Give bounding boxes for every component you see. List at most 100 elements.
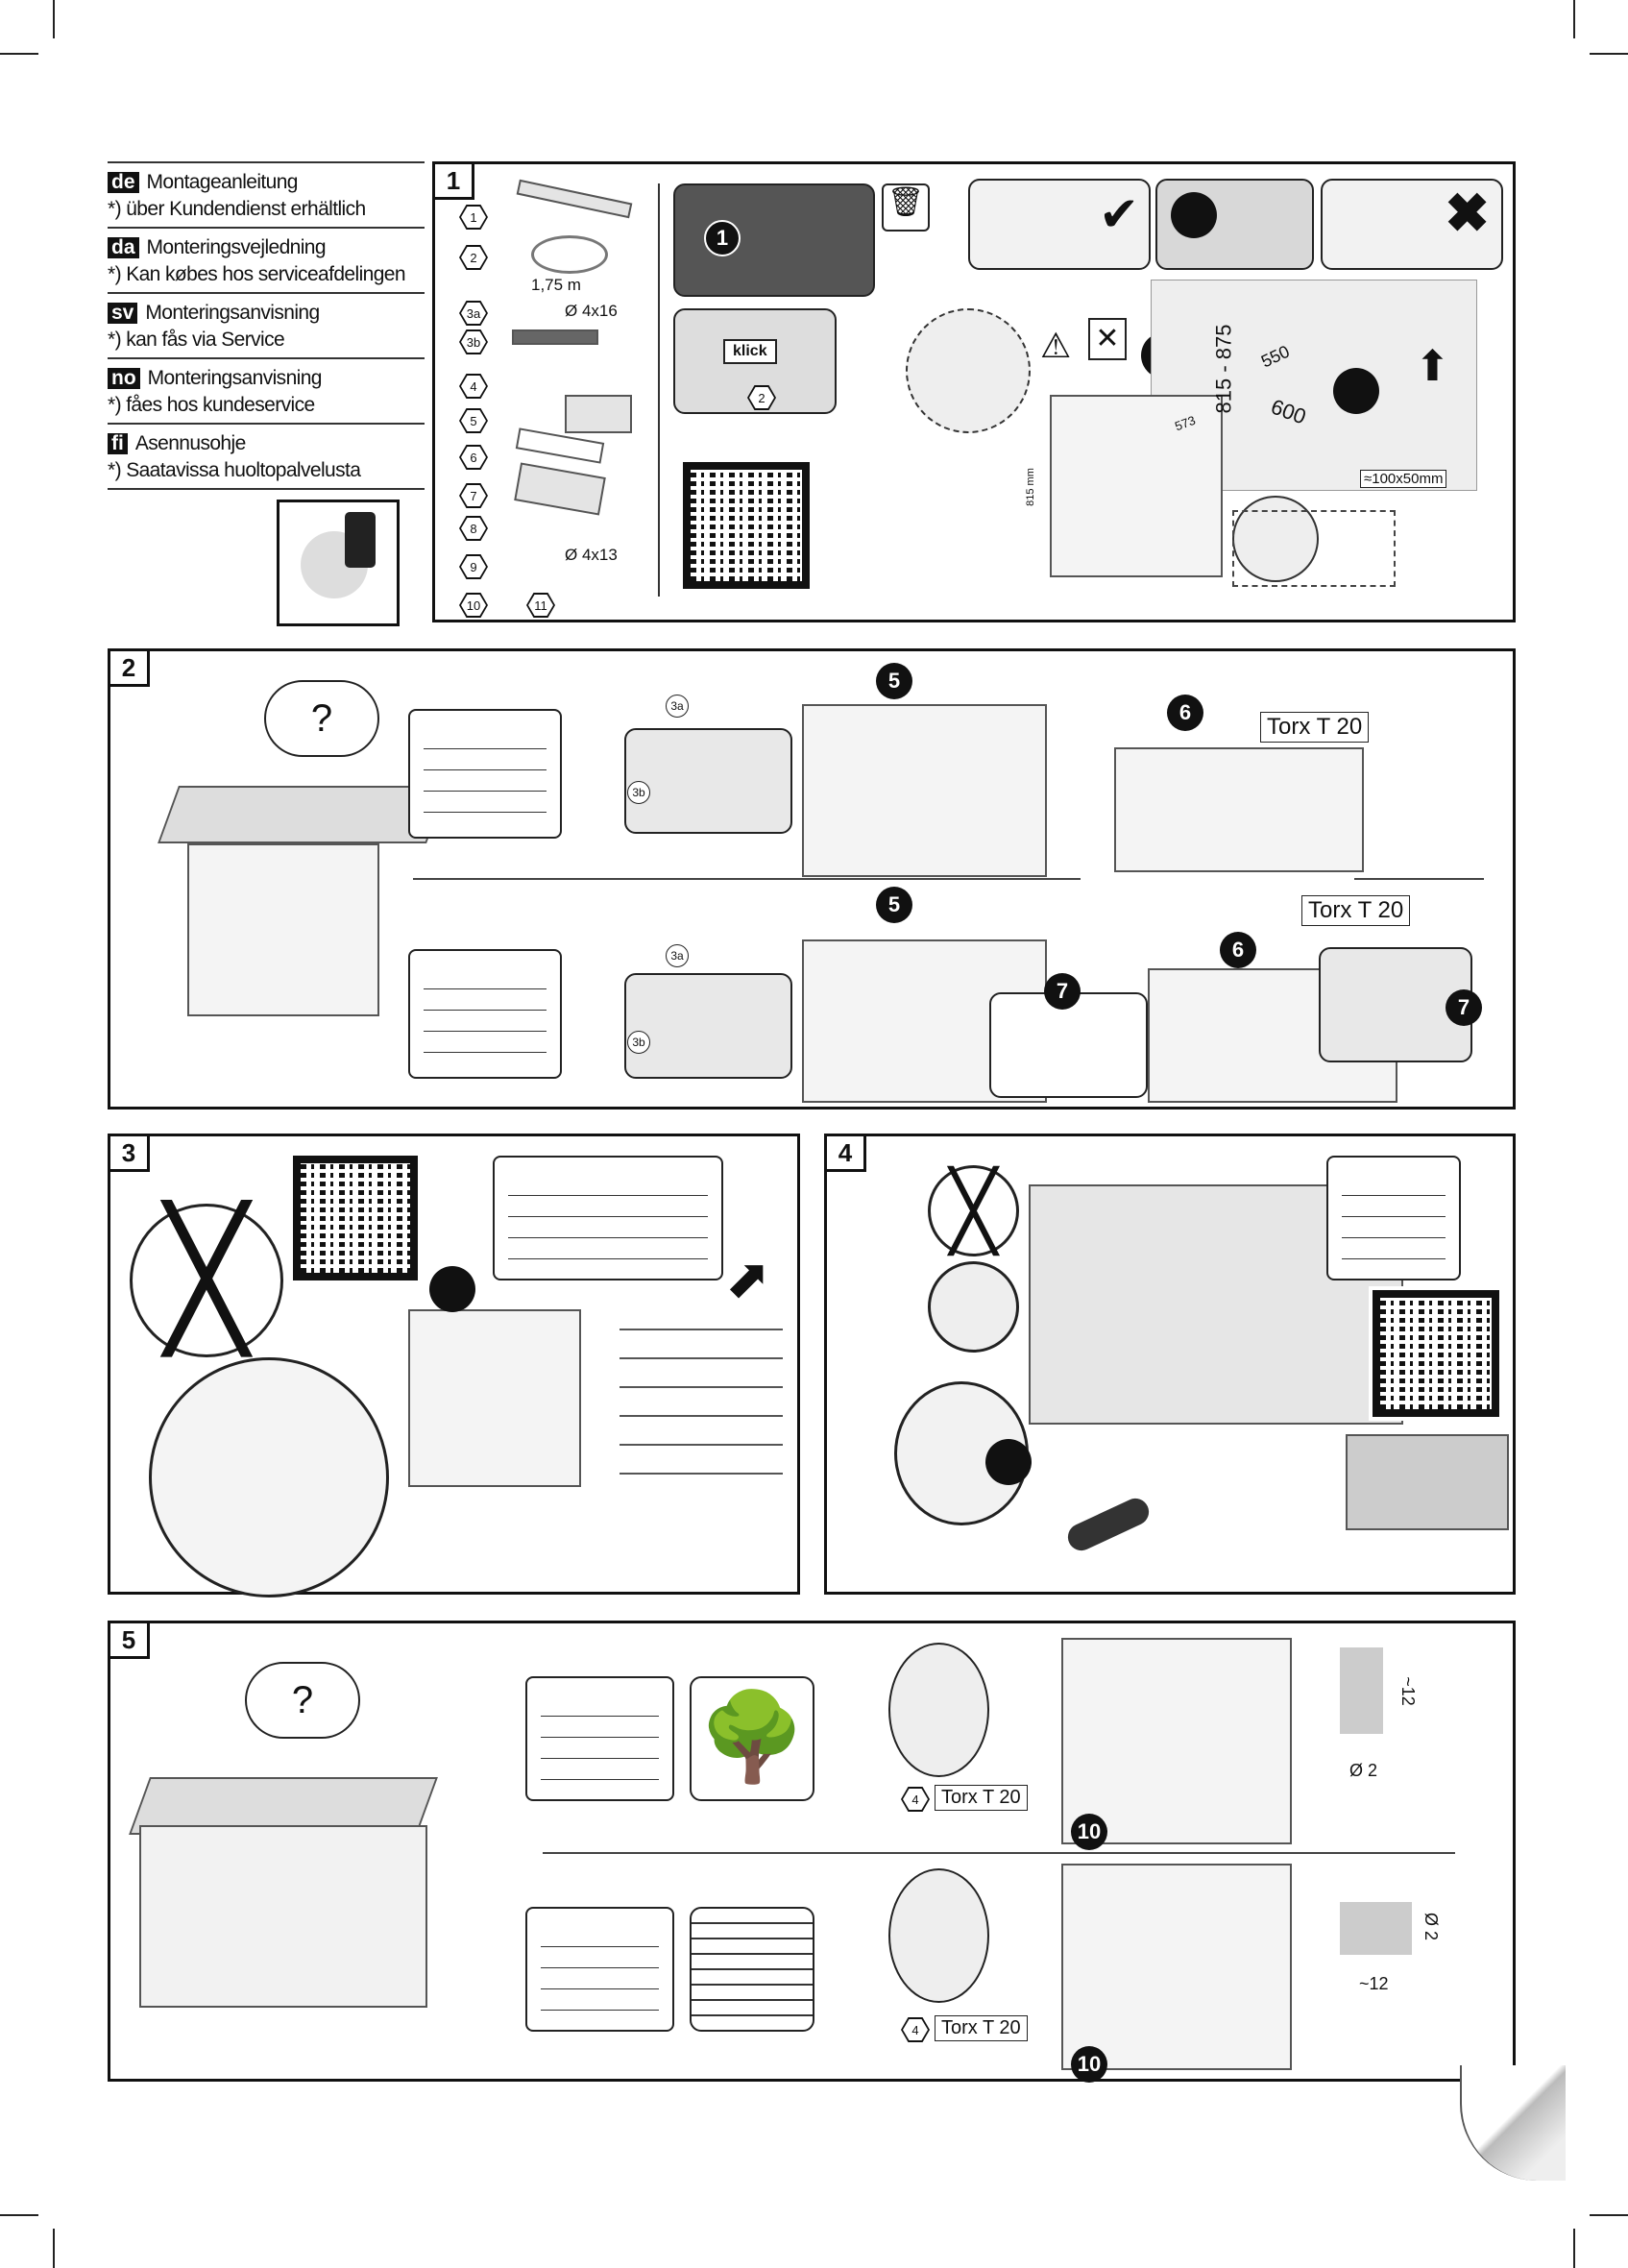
arrow-up-icon: ⬈ — [725, 1248, 770, 1308]
question-cloud: ? — [245, 1662, 360, 1739]
crop-mark — [1573, 0, 1575, 38]
section-5: 5 ? 🌳 4 Torx T 20 10 ~12 Ø 2 4 Torx T 20… — [108, 1621, 1516, 2083]
wrong-rail-panel: ✖ — [1321, 179, 1503, 270]
dishwasher-open-door — [1061, 1638, 1292, 1844]
step-badge: 7 — [1044, 973, 1081, 1010]
section-number: 4 — [824, 1134, 866, 1172]
part-number: 11 — [528, 595, 553, 616]
page-turn-icon[interactable] — [1460, 2065, 1566, 2181]
text-lines-box — [525, 1676, 674, 1801]
text-lines-box — [1326, 1156, 1461, 1280]
part-number: 2 — [749, 387, 774, 408]
step-badge: 1 — [704, 220, 741, 256]
torx-label: Torx T 20 — [935, 2015, 1028, 2041]
part-number: 3b — [627, 781, 650, 804]
divider — [108, 488, 425, 490]
section-number: 2 — [108, 648, 150, 687]
tiled-wall — [620, 1329, 783, 1501]
power-cable-icon — [531, 235, 608, 274]
countertop-panel — [1155, 179, 1314, 270]
correct-gap-icon — [928, 1261, 1019, 1353]
cover-plate-icon — [514, 462, 606, 516]
screw-size: Ø 4x16 — [565, 302, 618, 320]
lang-note: *) fåes hos kundeservice — [108, 394, 315, 416]
divider — [543, 1852, 1455, 1854]
lang-code: de — [108, 172, 139, 193]
klick-label: klick — [723, 339, 777, 364]
dishwasher-top — [802, 704, 1047, 877]
section-number: 5 — [108, 1621, 150, 1659]
connection-detail — [1232, 510, 1396, 587]
torx-label: Torx T 20 — [1301, 895, 1411, 926]
lang-title: Montageanleitung — [146, 171, 299, 193]
qr-app-box — [277, 500, 400, 626]
side-bracket-icon — [565, 395, 632, 433]
part-number: 5 — [461, 410, 486, 431]
countertop — [158, 786, 448, 843]
dim-opening: ≈100x50mm — [1360, 470, 1447, 488]
step-badge: 5 — [876, 663, 912, 699]
lang-code: no — [108, 368, 140, 389]
question-cloud: ? — [264, 680, 379, 757]
step-badge — [429, 1266, 475, 1312]
screw-size: Ø 4x13 — [565, 546, 618, 564]
wrong-gap-icon: ╳ — [928, 1165, 1019, 1256]
screwdriver-icon — [1063, 1494, 1154, 1555]
adjust-height-diagram — [1346, 1434, 1509, 1530]
part-number: 10 — [461, 595, 486, 616]
part-number: 9 — [461, 556, 486, 577]
correct-rail-panel: ✔ — [968, 179, 1151, 270]
crop-mark — [1573, 2229, 1575, 2268]
crop-mark — [53, 2229, 55, 2268]
qr-code — [289, 1152, 422, 1284]
step-badge: 6 — [1220, 932, 1256, 968]
dim-height-range: 815 - 875 — [1211, 324, 1236, 414]
divider — [413, 878, 1081, 880]
torx-label: Torx T 20 — [1260, 712, 1370, 743]
lang-note: *) über Kundendienst erhältlich — [108, 198, 366, 220]
part-number: 4 — [903, 2019, 928, 2040]
arrow-up-icon: ⬆ — [1415, 343, 1450, 390]
checkmark-icon: ✔ — [1099, 187, 1139, 241]
dishwasher-front — [408, 1309, 581, 1487]
lang-title: Monteringsvejledning — [146, 236, 327, 258]
dishwasher-in-niche — [187, 843, 379, 1016]
dim-12: ~12 — [1397, 1676, 1418, 1706]
step-badge: 7 — [1446, 989, 1482, 1026]
lang-title: Monteringsanvisning — [145, 302, 320, 324]
crop-mark — [53, 0, 55, 38]
hose-detail-circle — [149, 1357, 389, 1597]
divider — [658, 183, 660, 597]
crop-mark — [1590, 53, 1628, 55]
stone-bricks-icon — [690, 1907, 814, 2032]
section-4: 4 ╳ — [824, 1134, 1516, 1595]
step-badge: 10 — [1071, 1814, 1107, 1850]
dim-unit-height: 815 mm — [1024, 468, 1036, 506]
section-1: 1 1 2 1,75 m 3a Ø 4x16 3b 4 5 6 7 8 9 Ø … — [432, 161, 1516, 622]
qr-code — [679, 458, 814, 593]
no-tip-icon: ✕ — [1088, 318, 1127, 360]
step-badge: 10 — [1071, 2046, 1107, 2083]
remove-packaging-panel: 1 — [673, 183, 875, 297]
part-number: 3a — [666, 944, 689, 967]
step-badge: 5 — [876, 887, 912, 923]
bracket-bend-detail — [989, 992, 1148, 1098]
part-number: 4 — [903, 1789, 928, 1810]
dim-12: ~12 — [1359, 1974, 1389, 1993]
dishwasher-unit — [1050, 395, 1223, 577]
text-lines-box — [493, 1156, 723, 1280]
lang-note: *) Saatavissa huoltopalvelusta — [108, 459, 361, 481]
smartphone-icon — [345, 512, 376, 568]
dim-d2: Ø 2 — [1421, 1912, 1442, 1941]
step-badge — [1333, 368, 1379, 414]
bracket-detail — [624, 728, 792, 834]
part-number: 6 — [461, 447, 486, 468]
divider — [1354, 878, 1484, 880]
section-number: 3 — [108, 1134, 150, 1172]
part-number: 3a — [461, 303, 486, 324]
lang-note: *) Kan købes hos serviceafdelingen — [108, 263, 406, 285]
language-entry-de: de Montageanleitung *) über Kundendienst e… — [108, 161, 425, 223]
part-number: 4 — [461, 376, 486, 397]
